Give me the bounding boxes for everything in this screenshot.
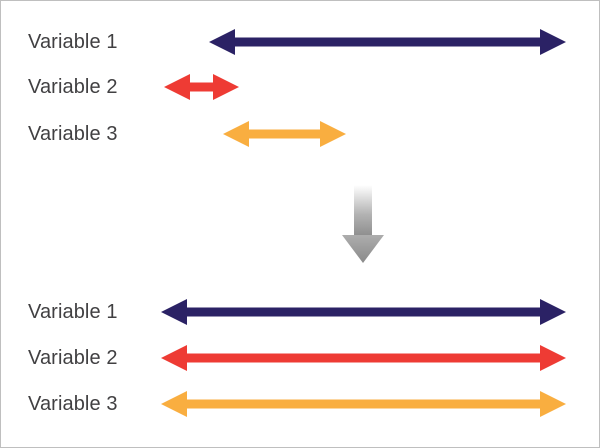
- before-row-variable-3: Variable 3: [1, 111, 599, 157]
- after-row-variable-1: Variable 1: [1, 289, 599, 335]
- after-label-variable-2: Variable 2: [28, 347, 118, 369]
- before-arrow-variable-1: [209, 19, 566, 65]
- before-label-variable-2: Variable 2: [28, 76, 118, 98]
- after-arrow-variable-1: [161, 289, 566, 335]
- before-panel: Variable 1 Variable 2 Variable 3: [1, 1, 599, 176]
- before-arrow-variable-2: [164, 64, 239, 110]
- after-label-variable-1: Variable 1: [28, 301, 118, 323]
- before-label-variable-1: Variable 1: [28, 31, 118, 53]
- after-panel: Variable 1 Variable 2 Variable 3: [1, 289, 599, 447]
- before-arrow-variable-3: [223, 111, 346, 157]
- before-label-variable-3: Variable 3: [28, 123, 118, 145]
- after-arrow-variable-3: [161, 381, 566, 427]
- after-arrow-variable-2: [161, 335, 566, 381]
- after-label-variable-3: Variable 3: [28, 393, 118, 415]
- after-row-variable-3: Variable 3: [1, 381, 599, 427]
- before-row-variable-2: Variable 2: [1, 64, 599, 110]
- after-row-variable-2: Variable 2: [1, 335, 599, 381]
- down-arrow-icon: [339, 183, 387, 269]
- before-row-variable-1: Variable 1: [1, 19, 599, 65]
